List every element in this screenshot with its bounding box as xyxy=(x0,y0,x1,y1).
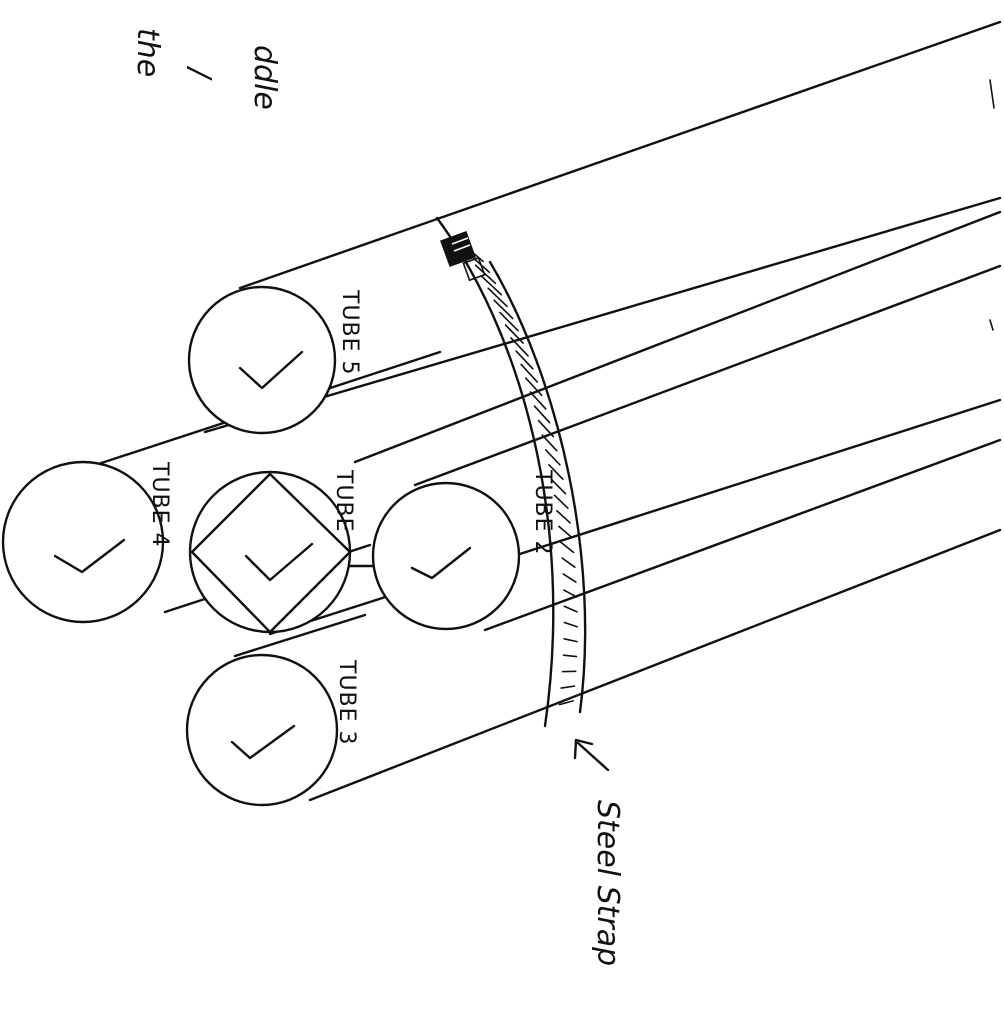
strap-tick-marks xyxy=(461,242,578,706)
strap-tick xyxy=(541,434,558,452)
strap-tick xyxy=(561,557,576,568)
strap-tick xyxy=(562,654,578,658)
strap-tick xyxy=(481,275,503,296)
strap-tick xyxy=(474,264,497,285)
buckle-highlight-1 xyxy=(451,237,469,245)
strap-callout: Steel Strap xyxy=(573,738,625,966)
strap-right-edge xyxy=(488,260,587,714)
strap-tick xyxy=(533,405,551,424)
tube3-check-mark xyxy=(230,724,296,760)
tube3-label: TUBE 3 xyxy=(334,659,359,746)
strap-tick xyxy=(556,509,571,524)
strap-tick xyxy=(562,573,577,583)
tube3-top-edge xyxy=(233,613,367,658)
strap-tick xyxy=(563,589,578,598)
strap-tick xyxy=(551,479,567,495)
strap-buckle-tab xyxy=(462,256,486,282)
tube4-end xyxy=(1,460,165,624)
strap-left-edge xyxy=(435,216,555,728)
tube5-end xyxy=(187,285,337,435)
corner-text-line2: / xyxy=(182,65,217,81)
strap-tick xyxy=(487,287,508,308)
center-tube-end xyxy=(188,470,352,634)
strap-tick xyxy=(537,419,555,438)
center-tube: TUBE xyxy=(188,469,382,634)
edge-mark-2 xyxy=(989,319,994,331)
center-tube-top-edge xyxy=(353,210,1002,464)
tube4-check-mark xyxy=(53,538,126,574)
strap-tick xyxy=(560,685,576,689)
tube5-label: TUBE 5 xyxy=(337,289,362,376)
steel-strap xyxy=(435,216,587,728)
strap-tick xyxy=(559,541,575,554)
tube5-bottom-edge xyxy=(203,196,1002,434)
tube5-top-edge xyxy=(238,20,1002,290)
strap-tick xyxy=(563,638,578,643)
strap-tick xyxy=(558,700,574,706)
strap-tick xyxy=(504,324,524,344)
tube5: TUBE 5 xyxy=(187,285,362,435)
strap-tick xyxy=(524,377,543,397)
strap-tick xyxy=(563,605,578,613)
strap-tick xyxy=(493,299,514,320)
tube2-check-mark xyxy=(410,546,472,580)
buckle-highlight-2 xyxy=(453,244,471,252)
tube4-label: TUBE 4 xyxy=(147,461,172,548)
strap-tick xyxy=(553,494,569,510)
tube3: TUBE 3 xyxy=(185,653,359,807)
arrow-shaft xyxy=(576,741,610,772)
tube2-end xyxy=(371,481,521,631)
tube2-top-edge xyxy=(413,264,1002,487)
tube3-end xyxy=(185,653,339,807)
strap-label: Steel Strap xyxy=(590,800,625,966)
corner-text-line3: the xyxy=(130,28,165,77)
tube2-bottom-edge xyxy=(483,438,1002,632)
tube2: TUBE 2 xyxy=(371,469,555,631)
strap-tick xyxy=(548,464,564,481)
strap-tick xyxy=(563,621,578,628)
tube5-check-mark xyxy=(238,350,304,390)
strap-tick xyxy=(510,337,529,357)
strap-tick xyxy=(515,350,534,370)
strap-tick xyxy=(520,363,539,383)
strap-tick xyxy=(544,449,561,466)
edge-mark-1 xyxy=(989,79,995,109)
center-tube-diamond xyxy=(190,472,352,634)
center-tube-check-mark xyxy=(244,542,314,582)
strap-tick xyxy=(529,391,547,410)
center-tube-bottom-edge xyxy=(268,398,1002,636)
tube3-bottom-edge xyxy=(308,528,1002,802)
corner-text-line1: ddle xyxy=(247,45,282,110)
tube2-label: TUBE 2 xyxy=(530,469,555,556)
strap-tick xyxy=(499,311,519,332)
center-tube-label: TUBE xyxy=(331,469,356,533)
strap-tick xyxy=(558,525,573,539)
arrow-icon xyxy=(573,738,594,760)
tube4: TUBE 4 xyxy=(1,460,172,624)
